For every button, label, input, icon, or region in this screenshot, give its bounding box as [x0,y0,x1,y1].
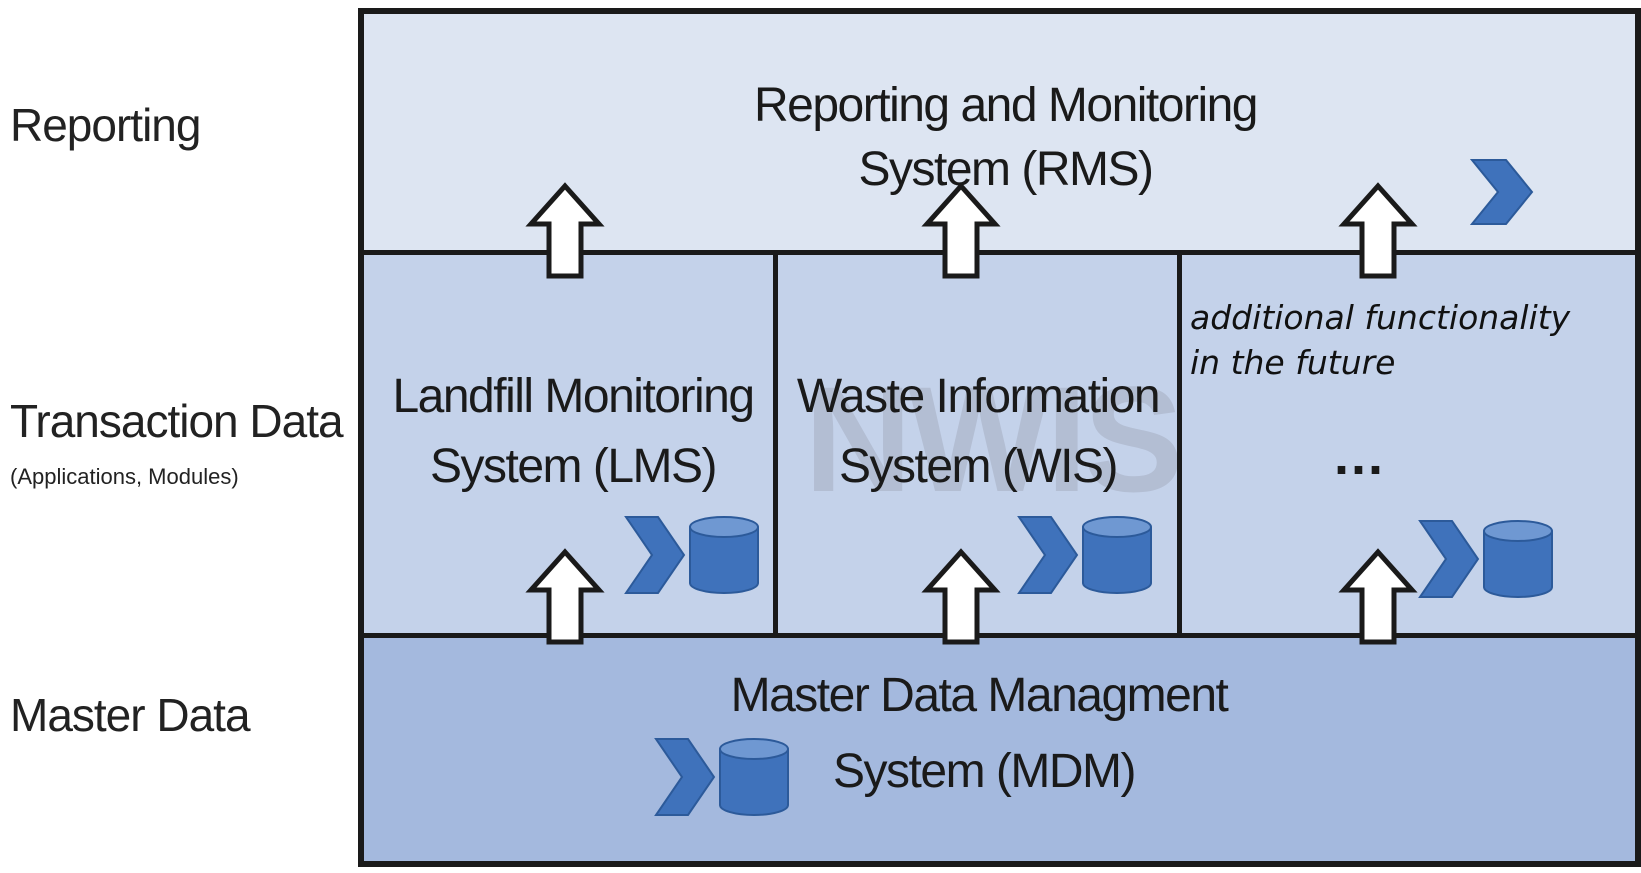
row-label-reporting: Reporting [10,99,201,151]
mdm-title-line1: Master Data Managment [730,669,1229,722]
rms-title-line1: Reporting and Monitoring [754,79,1259,132]
lms-data-icon [624,516,759,594]
up-arrow-icon-mdm-to-future [1338,548,1418,645]
wis-title-line2: System (WIS) [839,440,1119,493]
rms-title-line2: System (RMS) [858,143,1155,196]
future-note-line2: in the future [1190,343,1396,382]
up-arrow-icon-mdm-to-lms [525,548,605,645]
chevron-icon [1469,159,1534,225]
up-arrow-icon-future-to-rms [1338,182,1418,279]
lms-title-line1: Landfill Monitoring [392,370,755,423]
wis-title-line1: Waste Information [796,370,1161,423]
mdm-title-line2: System (MDM) [833,745,1136,798]
row-label-master: Master Data [10,689,251,741]
nwis-watermark: NWIS [804,355,1184,523]
mdm-data-icon [654,738,789,816]
up-arrow-icon-wis-to-rms [921,182,1001,279]
future-note-line1: additional functionality [1190,298,1571,337]
row-label-transaction-sub: (Applications, Modules) [10,464,239,489]
wis-data-icon [1017,516,1152,594]
future-data-icon [1418,520,1553,598]
divider-lms-wis [773,255,778,633]
divider-wis-future [1177,255,1182,633]
row-label-transaction: Transaction Data [10,395,344,447]
future-ellipsis: ... [1334,426,1386,486]
architecture-frame: Reporting and Monitoring System (RMS) NW… [358,8,1641,867]
up-arrow-icon-lms-to-rms [525,182,605,279]
up-arrow-icon-mdm-to-wis [921,548,1001,645]
lms-title-line2: System (LMS) [429,440,718,493]
master-layer: Master Data Managment System (MDM) [364,638,1635,861]
